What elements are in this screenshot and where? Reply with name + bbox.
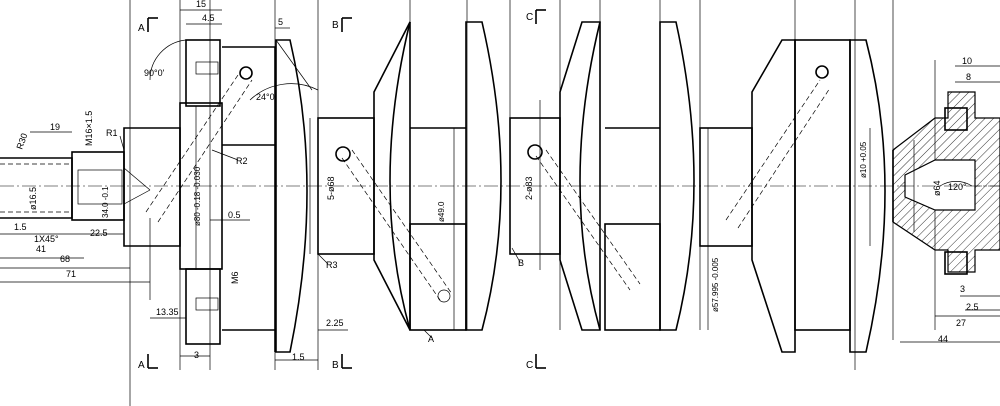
dim-2-phi83: 2-ø83 — [524, 176, 534, 200]
dim-22-5: 22.5 — [90, 228, 108, 238]
dim-15: 15 — [196, 0, 206, 9]
dim-phi64: ø64 — [932, 180, 942, 196]
dim-2-25: 2.25 — [326, 318, 344, 328]
dim-phi16-5: ø16.5 — [28, 187, 38, 210]
dim-1-5b: 1.5 — [292, 352, 305, 362]
dim-m16: M16×1.5 — [84, 111, 94, 146]
crank-web-2 — [373, 21, 502, 331]
dim-phi49: ø49.0 — [437, 201, 446, 222]
dim-24deg: 24°0' — [256, 92, 277, 102]
dim-0-5: 0.5 — [228, 210, 241, 220]
dim-phi57: ø57.995 -0.005 — [711, 257, 720, 312]
dim-10: 10 — [962, 56, 972, 66]
oil-bore-1 — [145, 66, 253, 300]
dim-1-5: 1.5 — [14, 222, 27, 232]
dim-r3: R3 — [326, 260, 338, 270]
main-journal-2 — [509, 117, 641, 291]
dimension-texts: 15 4.5 5 90°0' 24°0' R1 R30 19 M16×1.5 R… — [14, 0, 979, 362]
section-a-top: A — [138, 23, 145, 34]
angle-arc-120 — [939, 181, 973, 187]
dim-13-35: 13.35 — [156, 307, 179, 317]
angle-arc-24 — [249, 83, 319, 101]
dim-chamfer: 1X45° — [34, 234, 59, 244]
counterweight-1 — [275, 39, 313, 353]
section-labels: A A B B C C — [138, 12, 533, 371]
section-b-bottom: B — [332, 360, 339, 371]
section-a-bottom: A — [138, 360, 145, 371]
crank-web-4 — [751, 39, 886, 353]
crank-web-3 — [559, 21, 695, 331]
dim-4-5: 4.5 — [202, 13, 215, 23]
shaft-end-left — [0, 127, 181, 247]
section-markers — [147, 9, 546, 369]
dim-90deg: 90°0' — [144, 68, 165, 78]
dim-phi80: ø80 -0.18 -0.030 — [193, 166, 202, 226]
dim-27: 27 — [956, 318, 966, 328]
section-c-bottom: C — [526, 360, 533, 371]
main-journal-3 — [699, 65, 831, 247]
dim-r2: R2 — [236, 156, 248, 166]
dim-phi10: ø10 +0.05 — [859, 141, 868, 178]
dim-34: 34.0 -0.1 — [101, 186, 110, 218]
section-c-top: C — [526, 12, 533, 23]
dim-r1: R1 — [106, 128, 118, 138]
angle-arc-90 — [149, 39, 187, 81]
dim-m6: M6 — [230, 271, 240, 284]
dim-5-phi68: 5-ø68 — [326, 176, 336, 200]
dim-44: 44 — [938, 334, 948, 344]
dim-68: 68 — [60, 254, 70, 264]
main-journal-1 — [317, 117, 453, 303]
dim-71: 71 — [66, 269, 76, 279]
label-a: A — [428, 334, 434, 344]
dimension-lines — [0, 9, 1000, 361]
rear-flange — [892, 91, 1000, 275]
dim-5: 5 — [278, 17, 283, 27]
dim-19: 19 — [50, 122, 60, 132]
reference-lines — [129, 0, 936, 406]
label-b: B — [518, 258, 524, 268]
dim-3b: 3 — [960, 284, 965, 294]
dim-120deg: 120° — [948, 182, 967, 192]
dim-r30: R30 — [14, 132, 29, 151]
dim-2-5: 2.5 — [966, 302, 979, 312]
dim-3: 3 — [194, 350, 199, 360]
first-web — [179, 39, 276, 352]
dim-8: 8 — [966, 72, 971, 82]
dim-41: 41 — [36, 244, 46, 254]
section-b-top: B — [332, 20, 339, 31]
